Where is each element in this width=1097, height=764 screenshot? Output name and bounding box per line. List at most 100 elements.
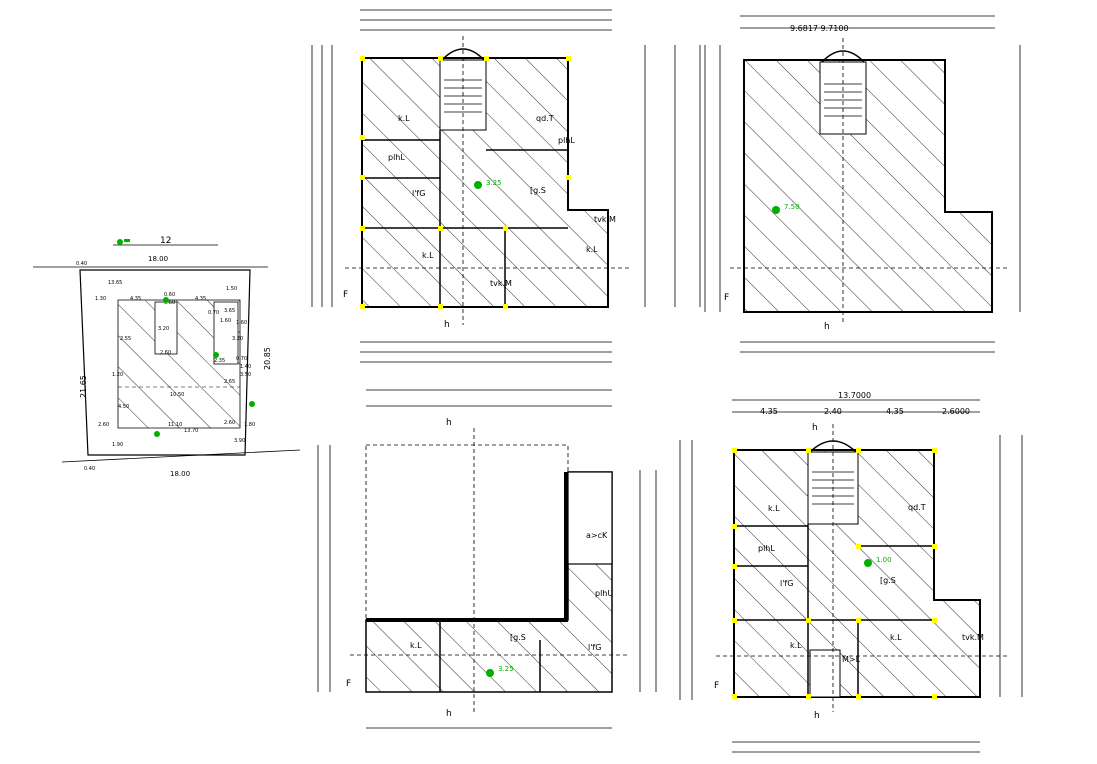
plan-bm-void [365, 444, 569, 621]
svg-text:3.25: 3.25 [498, 665, 514, 673]
svg-text:1.60: 1.60 [236, 320, 247, 326]
svg-text:a>cK: a>cK [586, 531, 608, 540]
svg-text:4.35: 4.35 [886, 407, 904, 416]
svg-text:10.50: 10.50 [170, 392, 184, 398]
svg-text:qd.T: qd.T [908, 503, 926, 512]
plan-tr-level-marker: 7.50 [772, 203, 800, 214]
site-side-left: 21.65 [79, 375, 88, 398]
plan-tr-section-f: F [724, 293, 729, 303]
svg-text:1.40: 1.40 [240, 364, 251, 370]
svg-text:2.65: 2.65 [224, 379, 235, 385]
floor-plan-top-right: 9.6817 9.7100 7.50 h F [704, 15, 1021, 353]
svg-text:4.35: 4.35 [195, 296, 206, 302]
svg-text:3.20: 3.20 [158, 326, 169, 332]
svg-text:plhU: plhU [595, 589, 613, 598]
svg-text:4.50: 4.50 [118, 404, 129, 410]
plan-br-columns [732, 448, 937, 699]
svg-text:1.80: 1.80 [244, 422, 255, 428]
svg-text:2.35: 2.35 [214, 358, 225, 364]
plan-bm-section-h-top: h [446, 418, 452, 428]
site-plan: 12 18.00 0.40 18.00 0.40 21.65 20.85 4.3… [33, 236, 301, 478]
floor-plan-bottom-middle: a>cK plhU k.L [g.S l'fG 3.25 h h F [317, 389, 693, 729]
svg-text:[g.S: [g.S [880, 576, 896, 585]
site-stair-void [213, 301, 239, 365]
plan-bm-level-marker: 3.25 [486, 665, 514, 677]
svg-text:0.60: 0.60 [164, 300, 175, 306]
svg-text:qd.T: qd.T [536, 114, 554, 123]
svg-text:k.L: k.L [586, 245, 598, 254]
floor-plan-top-middle: k.L qd.T plhL plhL l'fG [g.S tvk.M k.L k… [311, 9, 701, 363]
plan-bm-section-h-bottom: h [446, 709, 452, 719]
svg-text:[g.S: [g.S [510, 633, 526, 642]
svg-text:plhL: plhL [388, 153, 405, 162]
plan-tr-section-h: h [824, 322, 830, 332]
svg-text:0.70: 0.70 [208, 310, 219, 316]
svg-text:13.65: 13.65 [108, 280, 122, 286]
site-corner-tl: 0.40 [76, 261, 87, 267]
site-width-bottom: 18.00 [170, 470, 190, 478]
plan-tr-walls [743, 59, 993, 313]
plan-br-section-f: F [714, 681, 719, 691]
svg-text:7.50: 7.50 [784, 203, 800, 211]
plan-br-level-marker: 1.00 [864, 556, 892, 567]
svg-text:2.60: 2.60 [98, 422, 109, 428]
plan-tm-section-h: h [444, 320, 450, 330]
svg-text:1.60: 1.60 [220, 318, 231, 324]
svg-text:k.L: k.L [398, 114, 410, 123]
svg-text:1.00: 1.00 [876, 556, 892, 564]
svg-text:1.90: 1.90 [112, 442, 123, 448]
svg-text:4.35: 4.35 [130, 296, 141, 302]
svg-text:0.70: 0.70 [236, 356, 247, 362]
plan-tr-dim-top: 9.6817 9.7100 [790, 24, 849, 33]
svg-text:4.35: 4.35 [760, 407, 778, 416]
plan-tm-columns [360, 56, 571, 309]
svg-text:0.60: 0.60 [164, 292, 175, 298]
site-corner-bl: 0.40 [84, 466, 95, 472]
plan-tm-room-labels: k.L qd.T plhL plhL l'fG [g.S tvk.M k.L k… [388, 114, 616, 288]
svg-text:1.50: 1.50 [226, 286, 237, 292]
svg-text:k.L: k.L [890, 633, 902, 642]
site-boundary [79, 269, 251, 456]
svg-text:tvk.M: tvk.M [594, 215, 616, 224]
svg-text:2.60: 2.60 [160, 350, 171, 356]
svg-text:tvk.M: tvk.M [962, 633, 984, 642]
site-building-footprint [117, 299, 241, 429]
plan-br-section-h-top: h [812, 423, 818, 433]
site-label-top: 12 [160, 236, 171, 246]
svg-text:3.25: 3.25 [486, 179, 502, 187]
plan-bm-section-f: F [346, 679, 351, 689]
svg-text:l'fG: l'fG [588, 643, 601, 652]
site-side-right: 20.85 [263, 347, 272, 370]
svg-text:2.55: 2.55 [120, 336, 131, 342]
svg-text:tvk.M: tvk.M [490, 279, 512, 288]
svg-text:3.65: 3.65 [224, 308, 235, 314]
plan-br-dim-total: 13.7000 [838, 391, 871, 400]
svg-text:l'fG: l'fG [412, 189, 425, 198]
plan-br-section-h-bottom: h [814, 711, 820, 721]
site-level-markers-green [154, 297, 255, 437]
plan-bm-room-labels: a>cK plhU k.L [g.S l'fG [410, 531, 613, 652]
svg-text:1.20: 1.20 [112, 372, 123, 378]
svg-text:plhL: plhL [758, 544, 775, 553]
svg-text:2.40: 2.40 [824, 407, 842, 416]
site-dimension-labels: 4.35 4.35 0.60 0.60 3.20 3.65 3.20 0.70 … [95, 280, 255, 448]
svg-text:M>L: M>L [842, 655, 861, 664]
plan-tm-level-marker: 3.25 [474, 179, 502, 189]
svg-text:11.10: 11.10 [168, 422, 182, 428]
plan-tm-section-f: F [343, 290, 348, 300]
floor-plan-bottom-right: 13.7000 4.35 2.40 4.35 2.6000 k.L qd.T p… [714, 391, 1023, 753]
svg-text:l'fG: l'fG [780, 579, 793, 588]
svg-text:1.30: 1.30 [95, 296, 106, 302]
site-level-marker [117, 239, 130, 245]
svg-text:k.L: k.L [422, 251, 434, 260]
svg-text:k.L: k.L [790, 641, 802, 650]
svg-text:k.L: k.L [410, 641, 422, 650]
svg-text:plhL: plhL [558, 136, 575, 145]
plan-br-dim-parts: 4.35 2.40 4.35 2.6000 [760, 407, 970, 416]
svg-text:3.90: 3.90 [234, 438, 245, 444]
plan-br-room-labels: k.L qd.T plhL l'fG [g.S tvk.M k.L k.L M>… [758, 503, 984, 664]
svg-text:[g.S: [g.S [530, 186, 546, 195]
svg-text:2.60: 2.60 [224, 420, 235, 426]
svg-text:13.70: 13.70 [184, 428, 198, 434]
